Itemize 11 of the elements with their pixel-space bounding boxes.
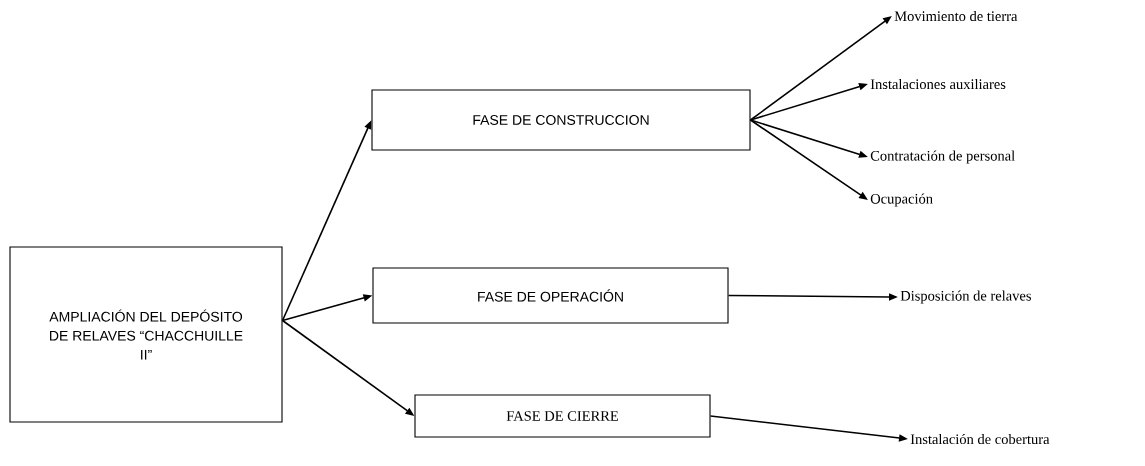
item-label: Instalaciones auxiliares bbox=[870, 78, 1006, 90]
phase-box: FASE DE CIERRE bbox=[414, 394, 711, 438]
item-label: Ocupación bbox=[870, 193, 933, 207]
item-label: Disposición de relaves bbox=[900, 290, 1031, 304]
main-box: AMPLIACIÓN DEL DEPÓSITO DE RELAVES “CHACCHUILLE II” bbox=[9, 246, 283, 423]
arrow bbox=[749, 16, 892, 121]
phase-box: FASE DE OPERACIÓN bbox=[372, 267, 729, 324]
phase-box: FASE DE CONSTRUCCION bbox=[371, 89, 751, 151]
item-label: Instalación de cobertura bbox=[910, 433, 1050, 445]
item-label: Contratación de personal bbox=[870, 150, 1015, 164]
item-label: Movimiento de tierra bbox=[894, 10, 1018, 22]
